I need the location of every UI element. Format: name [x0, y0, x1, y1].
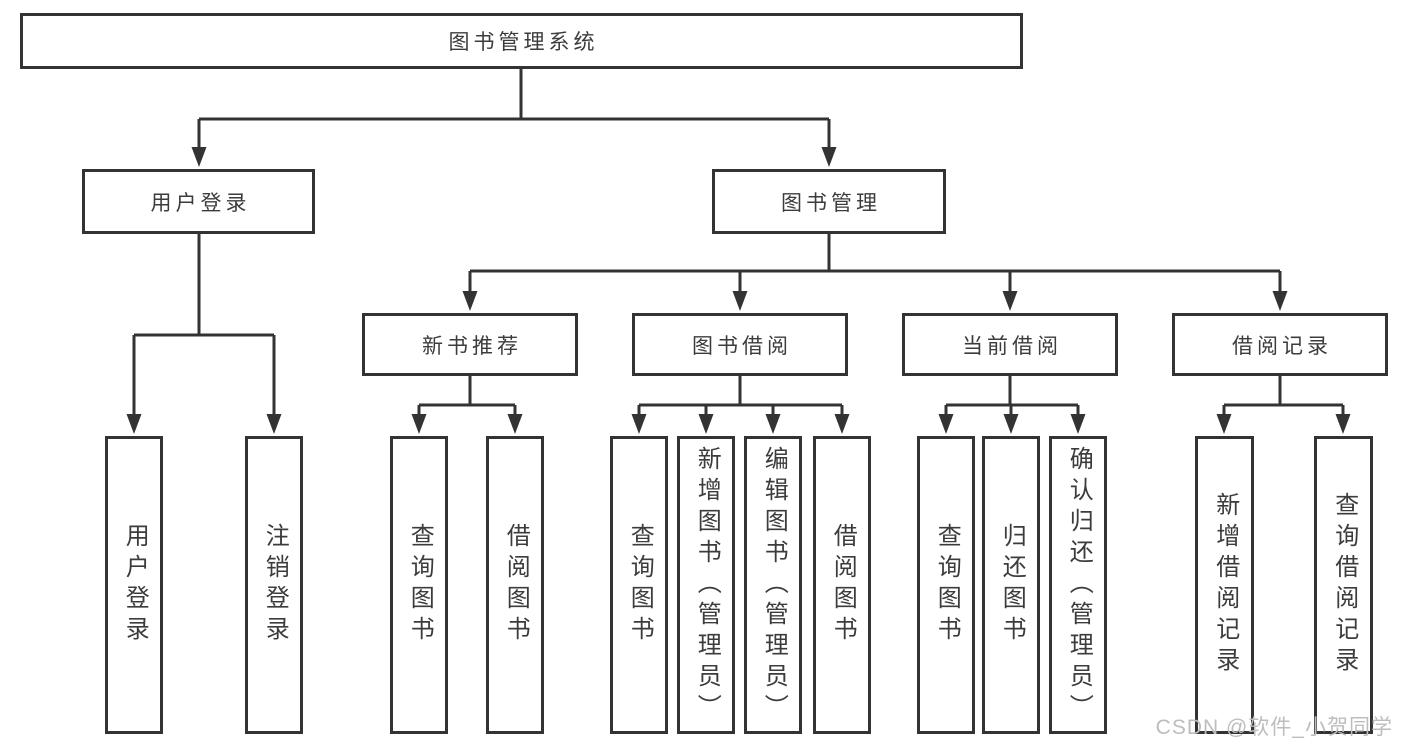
leaf-edit-books-admin: 编辑图书（管理员） [744, 436, 802, 734]
csdn-watermark: CSDN @软件_小贺同学 [1155, 716, 1393, 739]
leaf-query-borrow-record: 查询借阅记录 [1314, 436, 1373, 734]
leaf-label: 编辑图书（管理员） [760, 445, 788, 725]
node-label: 图书管理 [781, 191, 881, 215]
leaf-user-login: 用户登录 [105, 436, 163, 734]
leaf-return-books: 归还图书 [982, 436, 1040, 734]
leaf-query-books-borrow: 查询图书 [610, 436, 668, 734]
node-borrowing-records: 借阅记录 [1172, 313, 1388, 376]
leaf-label: 新增图书（管理员） [693, 445, 721, 725]
leaf-label: 查询图书 [933, 523, 961, 647]
leaf-label: 归还图书 [998, 523, 1026, 647]
leaf-label: 注销登录 [261, 523, 289, 647]
node-label: 当前借阅 [962, 334, 1062, 358]
node-label: 借阅记录 [1232, 334, 1332, 358]
leaf-label: 借阅图书 [502, 523, 530, 647]
leaf-borrow-books: 借阅图书 [813, 436, 871, 734]
node-book-management: 图书管理 [712, 169, 946, 234]
leaf-label: 新增借阅记录 [1211, 492, 1239, 678]
node-user-login: 用户登录 [82, 169, 315, 234]
leaf-label: 查询图书 [406, 523, 434, 647]
leaf-label: 查询图书 [626, 523, 654, 647]
leaf-label: 借阅图书 [829, 523, 857, 647]
leaf-add-borrow-record: 新增借阅记录 [1195, 436, 1254, 734]
node-label: 新书推荐 [422, 334, 522, 358]
leaf-add-books-admin: 新增图书（管理员） [677, 436, 735, 734]
leaf-label: 确认归还（管理员） [1065, 445, 1093, 725]
node-label: 图书借阅 [692, 334, 792, 358]
node-label: 图书管理系统 [448, 31, 599, 54]
node-new-book-recommendation: 新书推荐 [362, 313, 578, 376]
node-current-borrowing: 当前借阅 [902, 313, 1118, 376]
leaf-query-books-rec: 查询图书 [390, 436, 448, 734]
node-label: 用户登录 [150, 191, 251, 215]
leaf-label: 查询借阅记录 [1330, 492, 1358, 678]
node-book-borrowing: 图书借阅 [632, 313, 848, 376]
leaf-borrow-books-rec: 借阅图书 [486, 436, 544, 734]
leaf-query-books-current: 查询图书 [917, 436, 975, 734]
leaf-confirm-return-admin: 确认归还（管理员） [1049, 436, 1107, 734]
leaf-logout: 注销登录 [245, 436, 303, 734]
leaf-label: 用户登录 [121, 523, 149, 647]
node-library-management-system: 图书管理系统 [20, 13, 1023, 69]
arrowheads [126, 147, 1351, 434]
